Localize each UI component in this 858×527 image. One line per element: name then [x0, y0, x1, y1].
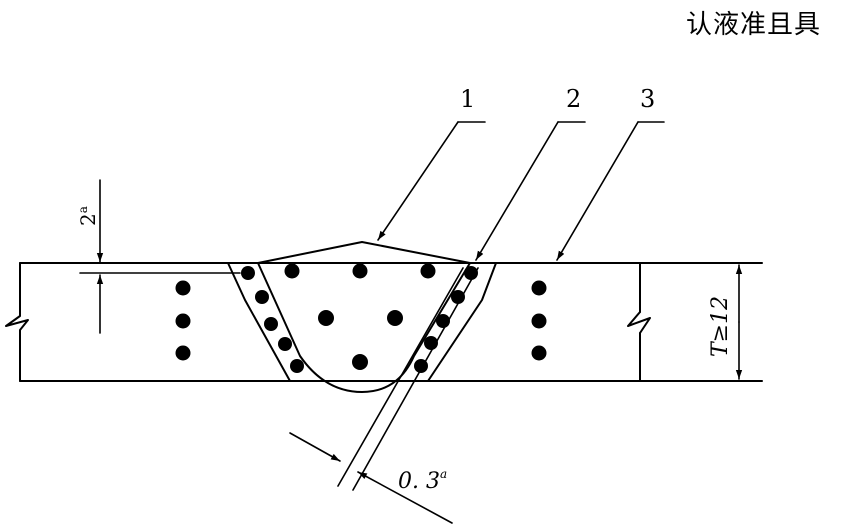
depth-dimension-label: 2a — [76, 206, 100, 226]
dot — [420, 263, 436, 279]
header-text: 认液准且具 — [686, 10, 822, 40]
weld-zone — [227, 241, 497, 393]
gap-label: 0. 3a — [398, 467, 447, 494]
dot — [318, 310, 334, 326]
callout-1-label: 1 — [460, 85, 475, 113]
dot — [464, 266, 478, 280]
thickness-label: T≥12 — [708, 296, 733, 357]
dot — [284, 263, 300, 279]
dot — [451, 290, 465, 304]
dot — [531, 313, 547, 329]
dot — [352, 354, 368, 370]
dot — [175, 345, 191, 361]
dot — [264, 317, 278, 331]
dot — [175, 313, 191, 329]
sample-points — [175, 263, 547, 373]
dot — [387, 310, 403, 326]
dot — [531, 280, 547, 296]
callout-2-label: 2 — [566, 85, 581, 113]
dot — [241, 266, 255, 280]
dot — [255, 290, 269, 304]
dot — [290, 359, 304, 373]
callout-leaders — [377, 121, 665, 261]
dot — [352, 263, 368, 279]
plate-outline — [5, 262, 763, 382]
dot — [531, 345, 547, 361]
depth-dimension — [79, 179, 241, 334]
gap-dimension — [289, 267, 479, 524]
callout-3-label: 3 — [640, 85, 655, 113]
dot — [175, 280, 191, 296]
dot — [278, 337, 292, 351]
